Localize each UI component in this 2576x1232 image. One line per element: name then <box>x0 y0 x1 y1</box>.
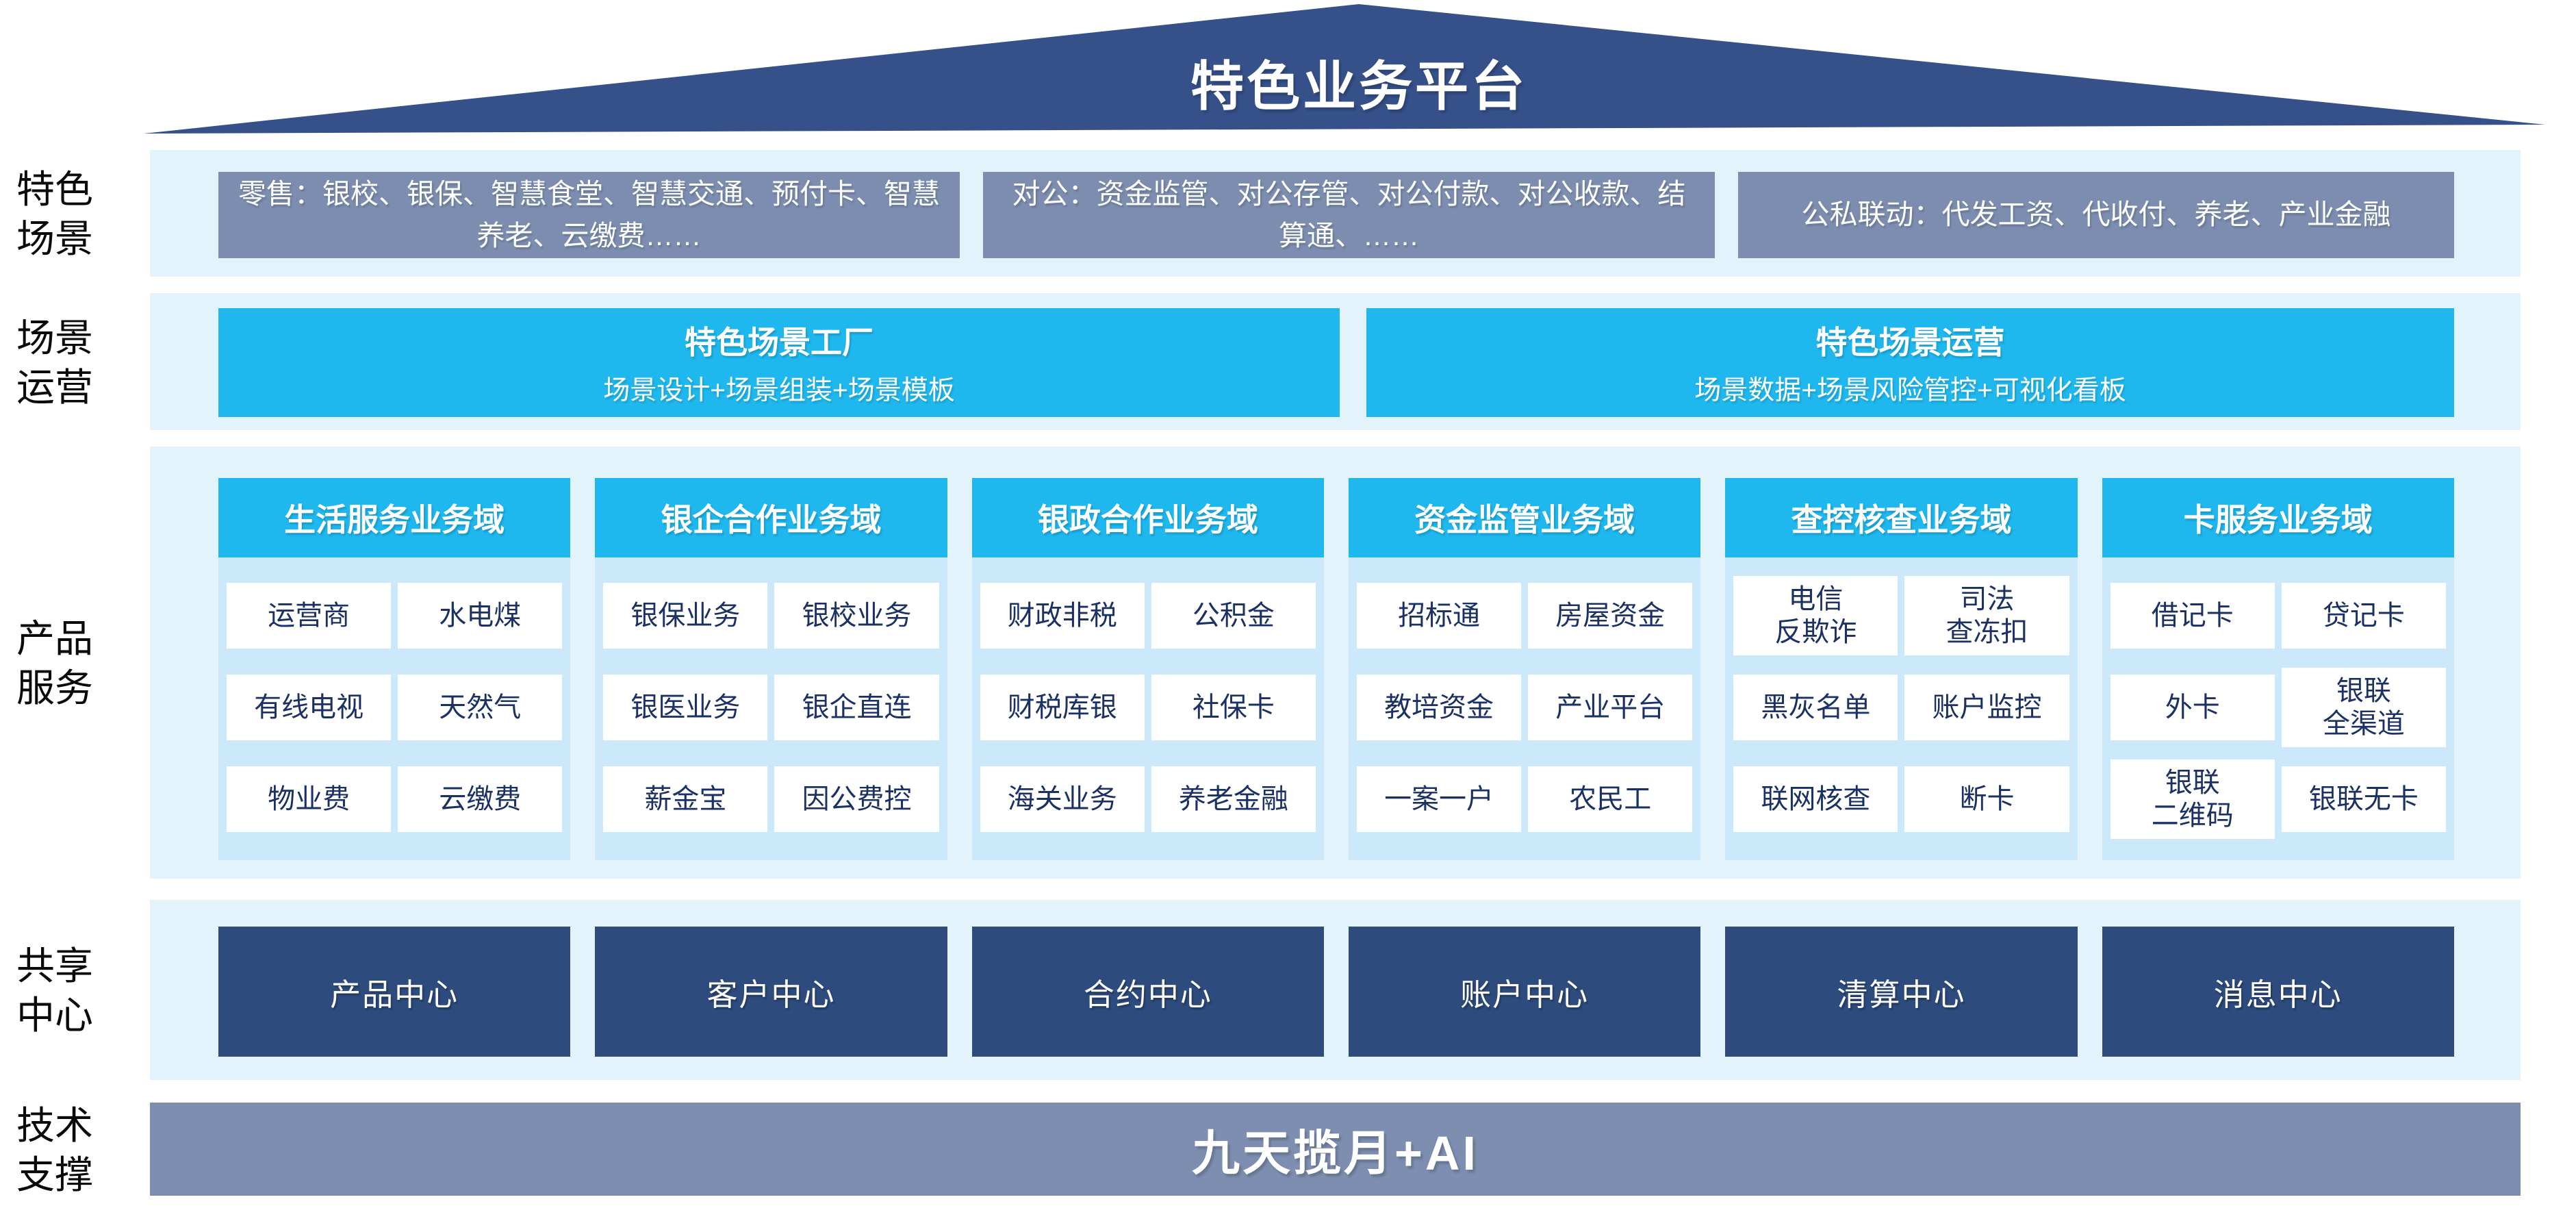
center-box-clearing: 清算中心 <box>1725 927 2078 1057</box>
product-cell: 农民工 <box>1528 766 1693 832</box>
product-cell: 产业平台 <box>1528 675 1693 740</box>
product-cell: 银企直连 <box>774 675 939 740</box>
product-cell: 黑灰名单 <box>1733 675 1898 740</box>
product-cell: 财政非税 <box>980 583 1145 649</box>
product-cell: 断卡 <box>1904 766 2069 832</box>
product-cell: 贷记卡 <box>2281 583 2446 649</box>
scenario-box-public-private: 公私联动：代发工资、代收付、养老、产业金融 <box>1737 172 2454 258</box>
product-cell: 银保业务 <box>603 583 768 649</box>
product-cell: 因公费控 <box>774 766 939 832</box>
product-cell: 联网核查 <box>1733 766 1898 832</box>
product-col-inquiry-control: 查控核查业务域 电信 反欺诈 司法 查冻扣 黑灰名单 账户监控 联网核查 断卡 <box>1725 478 2078 860</box>
product-cell: 一案一户 <box>1356 766 1522 832</box>
product-col-header: 资金监管业务域 <box>1348 478 1701 557</box>
product-col-bank-government: 银政合作业务域 财政非税 公积金 财税库银 社保卡 海关业务 养老金融 <box>971 478 1324 860</box>
product-cell: 运营商 <box>227 583 392 649</box>
operation-row: 特色场景工厂 场景设计+场景组装+场景模板 特色场景运营 场景数据+场景风险管控… <box>218 308 2454 417</box>
center-box-customer: 客户中心 <box>595 927 947 1057</box>
center-box-product: 产品中心 <box>218 927 571 1057</box>
product-cell: 银联 全渠道 <box>2281 668 2446 747</box>
product-service-row: 生活服务业务域 运营商 水电煤 有线电视 天然气 物业费 云缴费 银企合作业务域… <box>218 478 2454 860</box>
product-col-body: 运营商 水电煤 有线电视 天然气 物业费 云缴费 <box>218 557 571 860</box>
side-label-scenarios: 特色 场景 <box>16 168 93 260</box>
product-col-body: 财政非税 公积金 财税库银 社保卡 海关业务 养老金融 <box>971 557 1324 860</box>
product-cell: 有线电视 <box>227 675 392 740</box>
scenario-box-corporate: 对公：资金监管、对公存管、对公付款、对公收款、结算通、…… <box>983 172 1715 258</box>
product-cell: 物业费 <box>227 766 392 832</box>
product-col-header: 银政合作业务域 <box>971 478 1324 557</box>
product-col-card-services: 卡服务业务域 借记卡 贷记卡 外卡 银联 全渠道 银联 二维码 银联无卡 <box>2102 478 2454 860</box>
platform-title: 特色业务平台 <box>1190 56 1528 116</box>
product-cell: 水电煤 <box>398 583 563 649</box>
side-label-tech: 技术 支撑 <box>16 1104 93 1196</box>
product-cell: 招标通 <box>1356 583 1522 649</box>
product-cell: 银医业务 <box>603 675 768 740</box>
scene-factory-subtitle: 场景设计+场景组装+场景模板 <box>603 375 955 405</box>
product-cell: 电信 反欺诈 <box>1733 576 1898 655</box>
product-cell: 养老金融 <box>1151 766 1316 832</box>
product-cell: 公积金 <box>1151 583 1316 649</box>
product-cell: 外卡 <box>2110 675 2275 740</box>
product-col-header: 生活服务业务域 <box>218 478 571 557</box>
side-label-products: 产品 服务 <box>16 617 93 709</box>
product-cell: 薪金宝 <box>603 766 768 832</box>
product-col-header: 查控核查业务域 <box>1725 478 2078 557</box>
product-cell: 天然气 <box>398 675 563 740</box>
product-cell: 社保卡 <box>1151 675 1316 740</box>
scene-factory-title: 特色场景工厂 <box>685 325 873 361</box>
product-cell: 财税库银 <box>980 675 1145 740</box>
product-col-body: 招标通 房屋资金 教培资金 产业平台 一案一户 农民工 <box>1348 557 1701 860</box>
scenario-box-retail: 零售：银校、银保、智慧食堂、智慧交通、预付卡、智慧养老、云缴费…… <box>218 172 960 258</box>
scenario-row: 零售：银校、银保、智慧食堂、智慧交通、预付卡、智慧养老、云缴费…… 对公：资金监… <box>218 172 2454 258</box>
product-cell: 云缴费 <box>398 766 563 832</box>
side-label-shared: 共享 中心 <box>16 944 93 1037</box>
product-col-life-services: 生活服务业务域 运营商 水电煤 有线电视 天然气 物业费 云缴费 <box>218 478 571 860</box>
product-cell: 司法 查冻扣 <box>1904 576 2069 655</box>
product-cell: 借记卡 <box>2110 583 2275 649</box>
scene-operation-title: 特色场景运营 <box>1815 325 2005 361</box>
side-label-operation: 场景 运营 <box>16 316 93 409</box>
product-cell: 海关业务 <box>980 766 1145 832</box>
center-box-account: 账户中心 <box>1348 927 1701 1057</box>
product-cell: 银校业务 <box>774 583 939 649</box>
scene-factory-box: 特色场景工厂 场景设计+场景组装+场景模板 <box>218 308 1340 417</box>
shared-center-row: 产品中心 客户中心 合约中心 账户中心 清算中心 消息中心 <box>218 927 2454 1057</box>
roof-shape <box>144 4 2545 134</box>
product-cell: 银联 二维码 <box>2110 759 2275 839</box>
product-cell: 房屋资金 <box>1528 583 1693 649</box>
scene-operation-box: 特色场景运营 场景数据+场景风险管控+可视化看板 <box>1366 308 2454 417</box>
product-cell: 银联无卡 <box>2281 766 2446 832</box>
tech-support-bar: 九天揽月+AI <box>150 1103 2521 1196</box>
scene-operation-subtitle: 场景数据+场景风险管控+可视化看板 <box>1694 375 2126 405</box>
center-box-contract: 合约中心 <box>971 927 1324 1057</box>
product-cell: 账户监控 <box>1904 675 2069 740</box>
center-box-message: 消息中心 <box>2102 927 2454 1057</box>
product-col-body: 借记卡 贷记卡 外卡 银联 全渠道 银联 二维码 银联无卡 <box>2102 557 2454 860</box>
product-col-bank-enterprise: 银企合作业务域 银保业务 银校业务 银医业务 银企直连 薪金宝 因公费控 <box>595 478 947 860</box>
product-col-header: 卡服务业务域 <box>2102 478 2454 557</box>
product-col-header: 银企合作业务域 <box>595 478 947 557</box>
product-cell: 教培资金 <box>1356 675 1522 740</box>
product-col-fund-supervision: 资金监管业务域 招标通 房屋资金 教培资金 产业平台 一案一户 农民工 <box>1348 478 1701 860</box>
product-col-body: 银保业务 银校业务 银医业务 银企直连 薪金宝 因公费控 <box>595 557 947 860</box>
product-col-body: 电信 反欺诈 司法 查冻扣 黑灰名单 账户监控 联网核查 断卡 <box>1725 557 2078 860</box>
